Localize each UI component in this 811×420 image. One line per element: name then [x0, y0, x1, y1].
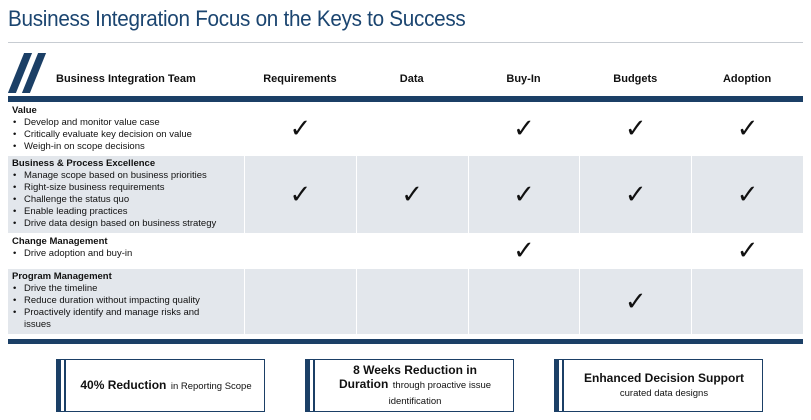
header-requirements: Requirements — [263, 73, 337, 85]
bullet-item: Critically evaluate key decision on valu… — [12, 129, 244, 141]
cell-data — [356, 234, 468, 268]
check-icon: ✓ — [736, 179, 759, 210]
cell-data: ✓ — [355, 156, 468, 233]
bullet-item: Manage scope based on business prioritie… — [12, 170, 244, 182]
kpi-headline: 8 Weeks Reduction in Duration — [338, 362, 477, 391]
cell-budgets: ✓ — [579, 269, 691, 334]
bullet-item: Drive the timeline — [12, 283, 244, 295]
bullet-item: Reduce duration without impacting qualit… — [12, 295, 244, 307]
row-description: Program Management Drive the timeline Re… — [8, 269, 244, 334]
cell-data — [356, 103, 468, 155]
cell-buy-in: ✓ — [468, 103, 580, 155]
table-row: Business & Process Excellence Manage sco… — [8, 156, 803, 234]
bullet-list: Develop and monitor value case Criticall… — [12, 117, 244, 153]
row-title: Change Management — [12, 236, 108, 247]
cell-requirements: ✓ — [244, 103, 356, 155]
cell-buy-in: ✓ — [467, 156, 580, 233]
bullet-item: Right-size business requirements — [12, 182, 244, 194]
cell-buy-in: ✓ — [468, 234, 580, 268]
page-title: Business Integration Focus on the Keys t… — [8, 6, 466, 31]
bullet-item: Weigh-in on scope decisions — [12, 141, 244, 153]
bullet-item: Challenge the status quo — [12, 194, 244, 206]
row-description: Value Develop and monitor value case Cri… — [8, 103, 244, 155]
check-icon: ✓ — [624, 114, 647, 144]
bullet-list: Drive adoption and buy-in — [12, 248, 244, 260]
kpi-detail: through proactive issue identification — [388, 379, 492, 407]
bullet-item: Develop and monitor value case — [12, 117, 244, 129]
check-icon: ✓ — [513, 114, 535, 144]
bullet-item: Drive adoption and buy-in — [12, 248, 244, 260]
table-row: Change Management Drive adoption and buy… — [8, 234, 803, 269]
check-icon: ✓ — [736, 114, 759, 144]
table-row: Value Develop and monitor value case Cri… — [8, 103, 803, 156]
kpi-text: Enhanced Decision Support curated data d… — [568, 371, 748, 401]
kpi-accent-stripes — [56, 359, 70, 412]
kpi-detail: in Reporting Scope — [170, 380, 252, 392]
check-icon: ✓ — [513, 236, 535, 266]
check-icon: ✓ — [289, 179, 312, 210]
header-team: Business Integration Team — [56, 73, 196, 85]
cell-buy-in — [467, 269, 580, 334]
row-description: Change Management Drive adoption and buy… — [8, 234, 244, 268]
cell-requirements: ✓ — [244, 156, 356, 233]
header-data: Data — [399, 73, 424, 85]
cell-adoption: ✓ — [691, 156, 803, 233]
check-icon: ✓ — [736, 236, 759, 266]
kpi-card-decision-support: Enhanced Decision Support curated data d… — [554, 359, 763, 412]
check-icon: ✓ — [289, 114, 312, 144]
table-header: Business Integration Team Requirements D… — [8, 62, 803, 96]
kpi-accent-stripes — [554, 359, 568, 412]
check-icon: ✓ — [513, 179, 535, 210]
check-icon: ✓ — [401, 179, 424, 210]
bullet-item: Enable leading practices — [12, 206, 244, 218]
table-footer-divider — [8, 339, 803, 344]
bullet-item: Proactively identify and manage risks an… — [12, 307, 212, 331]
bullet-list: Manage scope based on business prioritie… — [12, 170, 244, 230]
header-adoption: Adoption — [722, 73, 772, 85]
row-description: Business & Process Excellence Manage sco… — [8, 156, 244, 233]
kpi-headline: Enhanced Decision Support — [583, 370, 745, 385]
cell-data — [355, 269, 468, 334]
cell-budgets: ✓ — [579, 156, 691, 233]
bullet-list: Drive the timeline Reduce duration witho… — [12, 283, 244, 331]
check-icon: ✓ — [624, 286, 647, 317]
title-divider — [8, 42, 803, 43]
cell-adoption — [691, 269, 803, 334]
cell-adoption: ✓ — [691, 234, 803, 268]
row-title: Program Management — [12, 271, 112, 282]
kpi-card-reporting-scope: 40% Reduction in Reporting Scope — [56, 359, 265, 412]
header-buy-in: Buy-In — [506, 73, 541, 85]
kpi-detail: curated data designs — [619, 387, 709, 399]
cell-requirements — [244, 269, 356, 334]
row-title: Value — [12, 105, 37, 116]
bullet-item: Drive data design based on business stra… — [12, 218, 244, 230]
cell-requirements — [244, 234, 356, 268]
cell-adoption: ✓ — [691, 103, 803, 155]
check-icon: ✓ — [624, 179, 647, 210]
focus-table: Value Develop and monitor value case Cri… — [8, 103, 803, 335]
kpi-card-duration: 8 Weeks Reduction in Duration through pr… — [305, 359, 514, 412]
kpi-headline: 40% Reduction — [80, 377, 167, 392]
table-row: Program Management Drive the timeline Re… — [8, 269, 803, 335]
cell-budgets: ✓ — [579, 103, 691, 155]
header-budgets: Budgets — [613, 73, 658, 85]
row-title: Business & Process Excellence — [12, 158, 156, 169]
kpi-text: 40% Reduction in Reporting Scope — [64, 378, 255, 394]
cell-budgets — [579, 234, 691, 268]
header-divider — [8, 96, 803, 102]
kpi-accent-stripes — [305, 359, 319, 412]
kpi-text: 8 Weeks Reduction in Duration through pr… — [314, 363, 504, 409]
